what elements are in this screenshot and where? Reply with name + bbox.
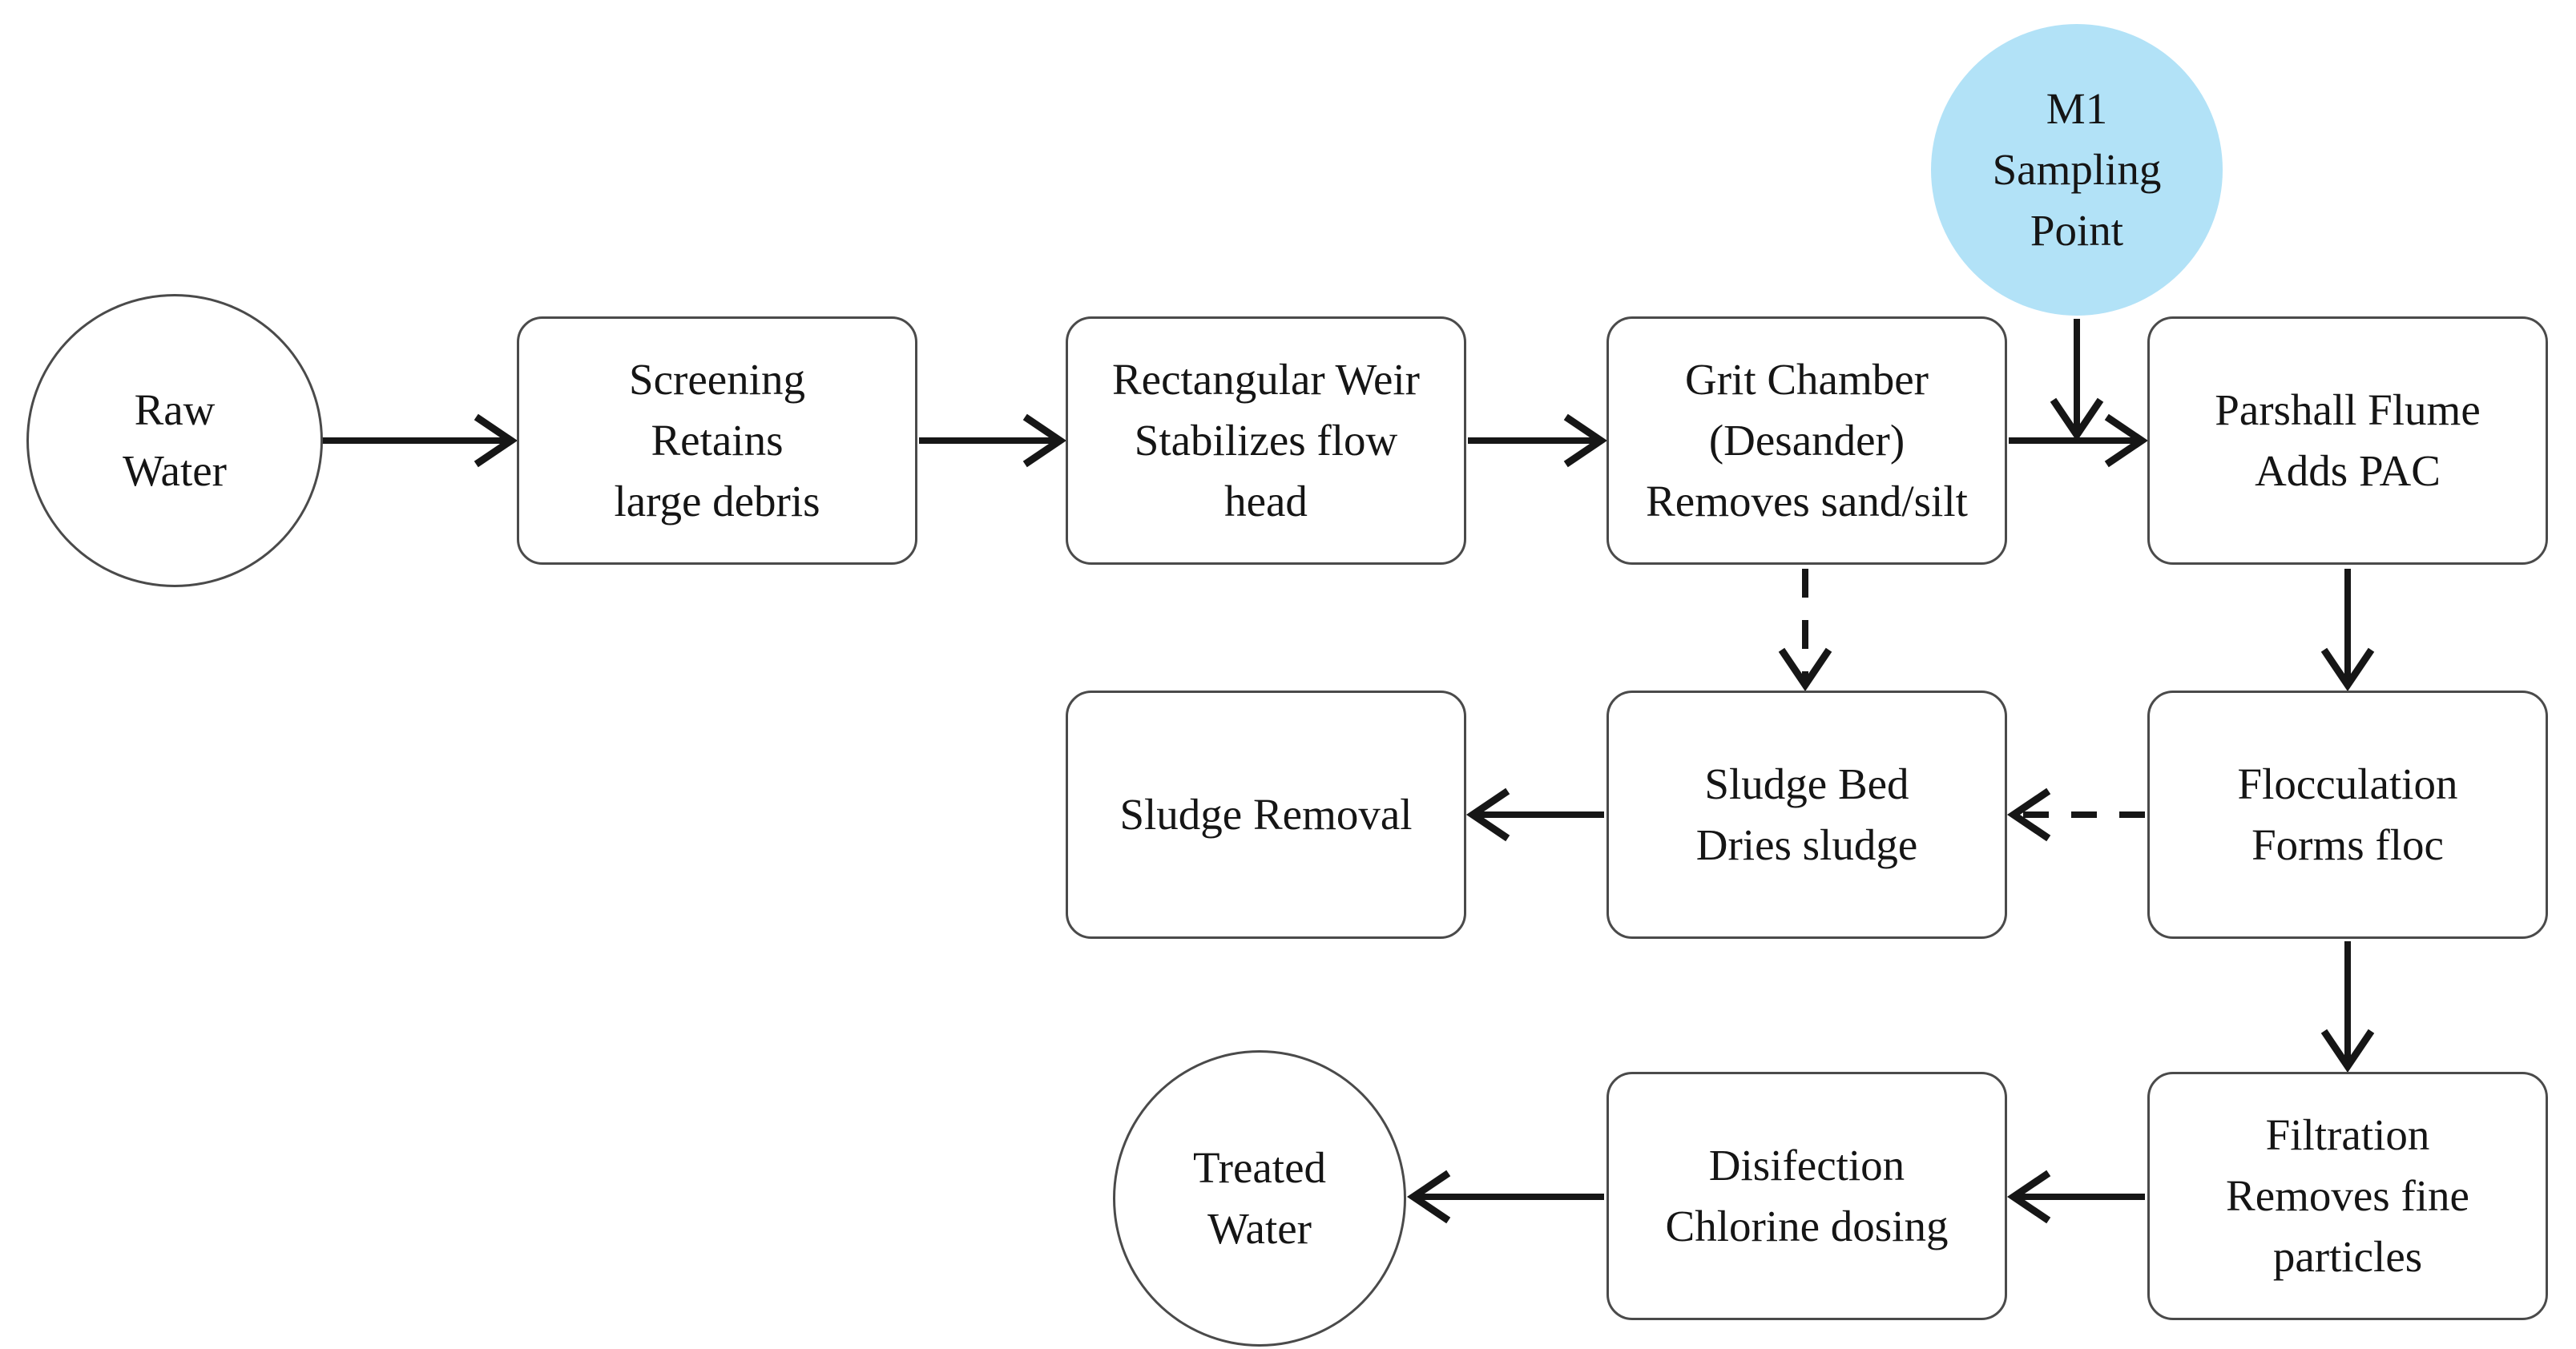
- node-label: Treated: [1193, 1143, 1326, 1192]
- node-m1-sampling-point: M1 Sampling Point: [1931, 24, 2223, 316]
- node-raw-water: Raw Water: [26, 294, 323, 587]
- node-label: head: [1224, 477, 1308, 526]
- node-label: Grit Chamber: [1685, 355, 1929, 404]
- node-treated-water: Treated Water: [1113, 1050, 1406, 1347]
- node-label: Stabilizes flow: [1134, 416, 1398, 465]
- node-label: Screening: [629, 355, 805, 404]
- node-grit-chamber: Grit Chamber (Desander) Removes sand/sil…: [1606, 316, 2007, 565]
- node-label: Parshall Flume: [2215, 385, 2481, 434]
- node-label: Filtration: [2265, 1110, 2430, 1159]
- node-label: Removes fine: [2226, 1171, 2469, 1220]
- node-label: Adds PAC: [2255, 446, 2441, 495]
- node-label: Water: [1207, 1204, 1312, 1253]
- node-label: Rectangular Weir: [1112, 355, 1420, 404]
- node-label: Removes sand/silt: [1646, 477, 1968, 526]
- node-label: Sludge Removal: [1119, 790, 1413, 839]
- node-label: large debris: [614, 477, 820, 526]
- node-label: Sludge Bed: [1704, 759, 1909, 808]
- node-rectangular-weir: Rectangular Weir Stabilizes flow head: [1066, 316, 1466, 565]
- node-label: M1: [2046, 84, 2108, 133]
- node-disinfection: Disifection Chlorine dosing: [1606, 1072, 2007, 1320]
- node-sludge-bed: Sludge Bed Dries sludge: [1606, 691, 2007, 939]
- node-sludge-removal: Sludge Removal: [1066, 691, 1466, 939]
- node-flocculation: Flocculation Forms floc: [2147, 691, 2548, 939]
- node-label: Sampling: [1992, 145, 2162, 194]
- node-label: Flocculation: [2237, 759, 2458, 808]
- node-screening: Screening Retains large debris: [517, 316, 917, 565]
- node-label: Raw: [134, 385, 216, 434]
- node-label: Forms floc: [2251, 820, 2444, 869]
- node-label: Point: [2030, 206, 2124, 255]
- node-label: Water: [123, 446, 227, 495]
- node-filtration: Filtration Removes fine particles: [2147, 1072, 2548, 1320]
- node-parshall-flume: Parshall Flume Adds PAC: [2147, 316, 2548, 565]
- node-label: Chlorine dosing: [1665, 1202, 1949, 1250]
- node-label: Dries sludge: [1695, 820, 1918, 869]
- node-label: particles: [2272, 1232, 2423, 1281]
- node-label: (Desander): [1708, 416, 1905, 465]
- node-label: Retains: [651, 416, 784, 465]
- node-label: Disifection: [1708, 1141, 1905, 1190]
